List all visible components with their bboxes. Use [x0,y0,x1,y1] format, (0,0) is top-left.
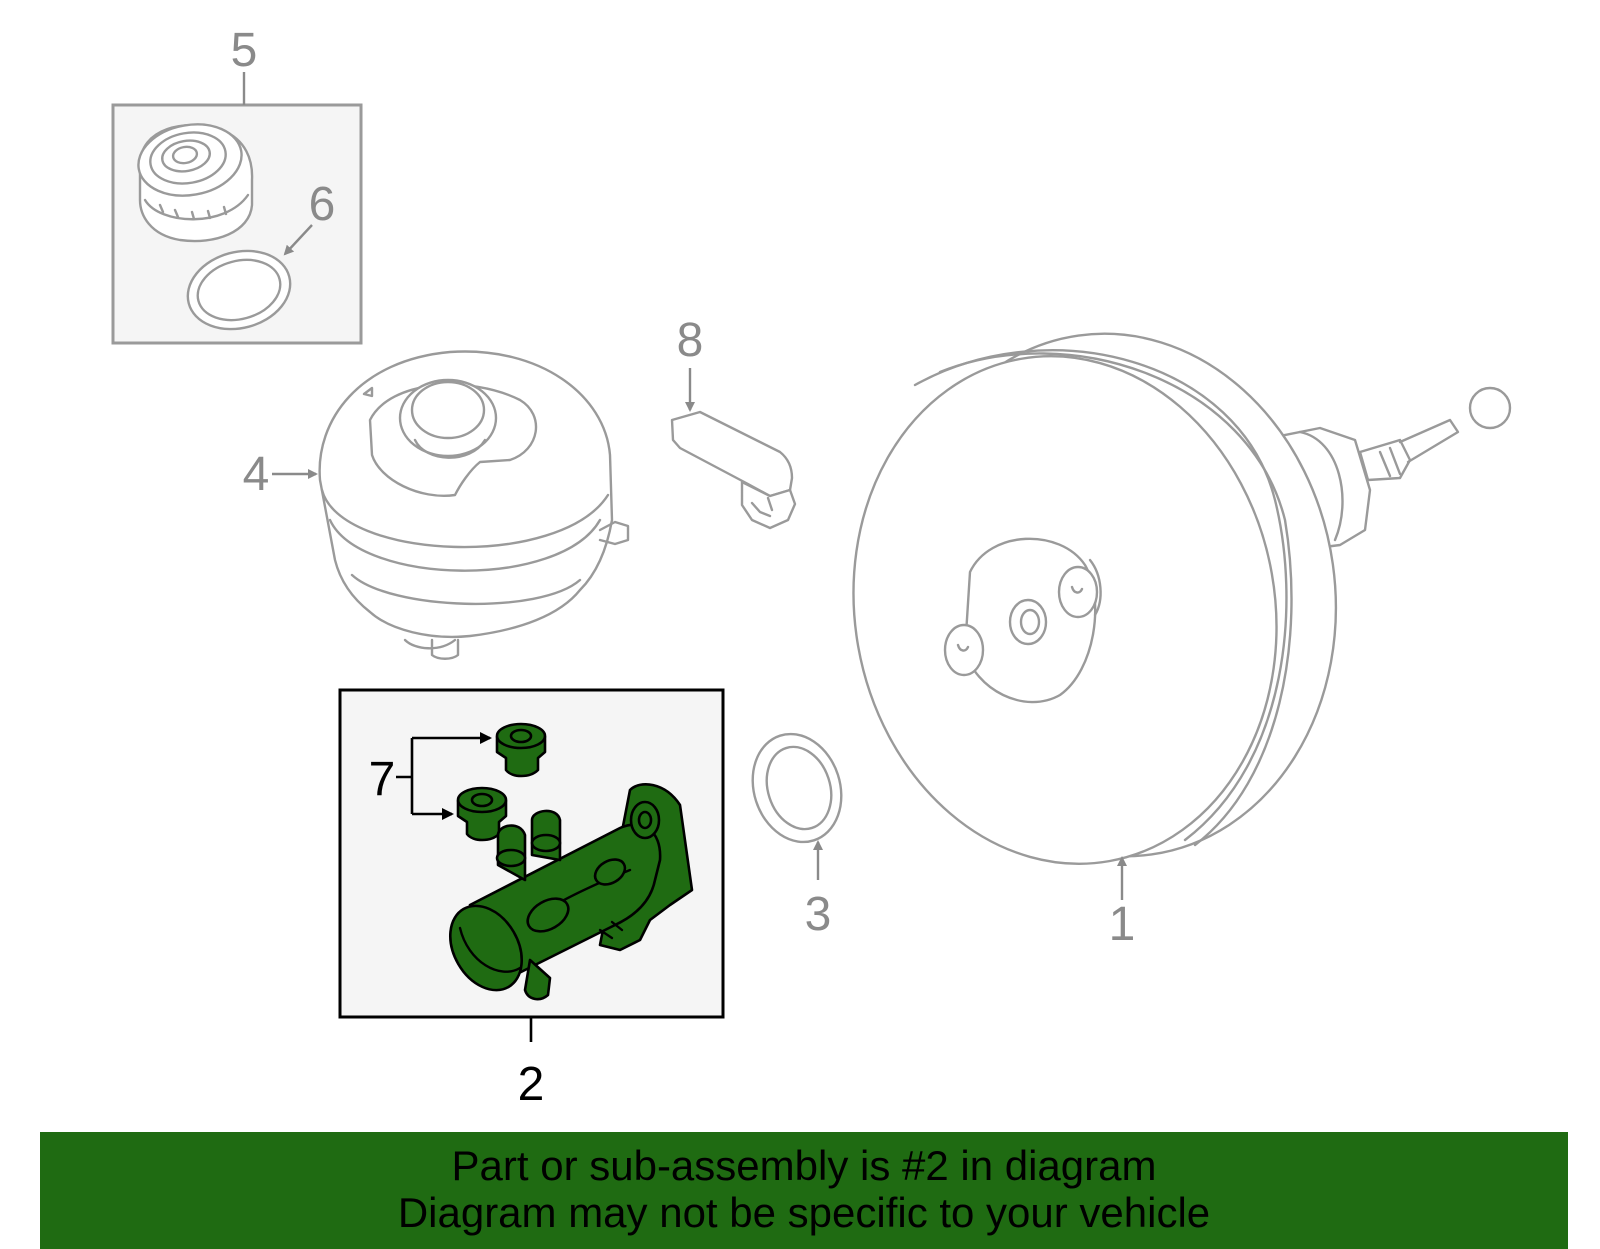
callout-5: 5 [231,24,258,77]
callout-4: 4 [243,448,270,501]
part-5-cap-group: 5 6 [111,24,363,345]
callout-2: 2 [518,1058,545,1111]
part-3-seal: 3 [751,732,843,941]
callout-1: 1 [1109,898,1136,951]
callout-7: 7 [369,753,396,806]
banner-line-1: Part or sub-assembly is #2 in diagram [451,1142,1157,1189]
callout-8: 8 [677,314,704,367]
banner-line-2: Diagram may not be specific to your vehi… [397,1189,1211,1236]
callout-3: 3 [805,888,832,941]
reservoir-cap [137,123,254,243]
part-2-master-cylinder-group: 7 2 [338,688,725,1111]
part-1-brake-booster: 1 [852,332,1512,951]
callout-6: 6 [309,178,336,231]
cap-seal-ring [186,249,292,331]
info-banner: Part or sub-assembly is #2 in diagram Di… [40,1132,1568,1249]
part-4-reservoir: 4 [243,350,630,660]
part-8-sensor: 8 [670,314,797,530]
part-7-reservoir-grommets [456,722,547,842]
master-cylinder [449,783,694,1001]
